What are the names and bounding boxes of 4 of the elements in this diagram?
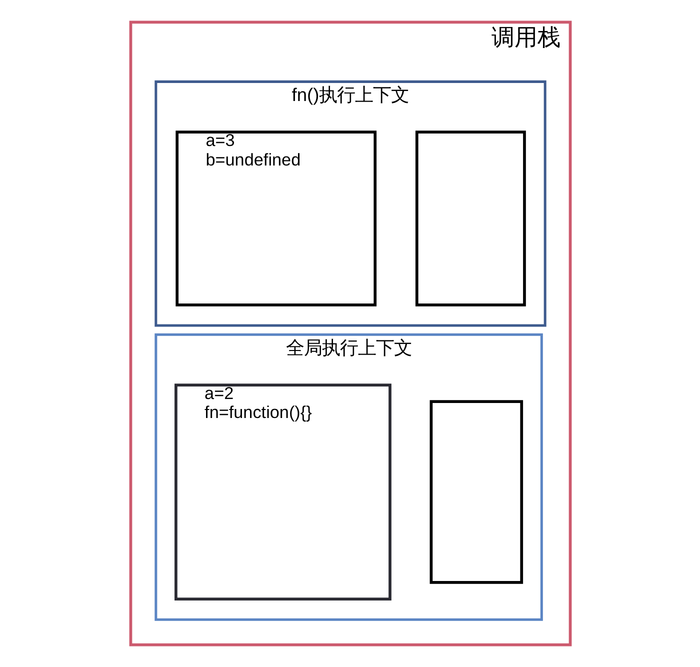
- node-box: a=2 fn=function(){}: [174, 384, 391, 600]
- node-box: [414, 130, 526, 306]
- node-box: [429, 400, 523, 584]
- node-box: a=3 b=undefined: [175, 130, 376, 306]
